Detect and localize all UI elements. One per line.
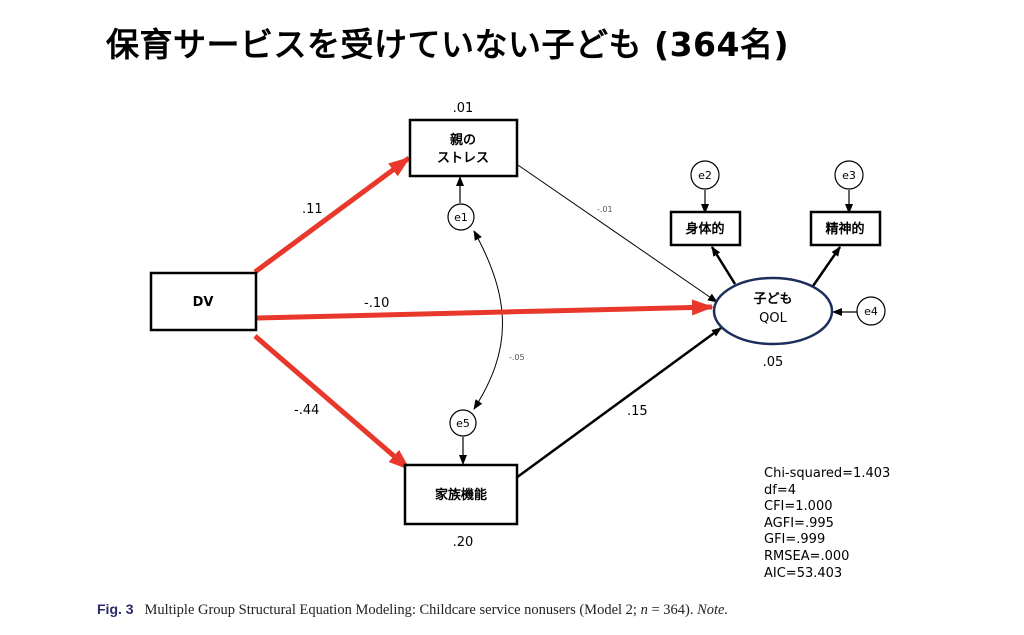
- fit-stat-gfi: GFI=.999: [764, 532, 826, 548]
- figure-caption-note: Note.: [697, 602, 729, 618]
- figure-caption: Fig. 3 Multiple Group Structural Equatio…: [97, 601, 728, 619]
- figure-number: Fig. 3: [97, 601, 134, 617]
- node-family-function-label: 家族機能: [435, 487, 487, 503]
- node-child-qol: 子ども QOL: [712, 276, 834, 346]
- error-e3: e3: [834, 160, 864, 190]
- error-e5-label: e5: [456, 417, 470, 430]
- node-physical: 身体的: [669, 210, 742, 247]
- error-e4-label: e4: [864, 305, 878, 318]
- fit-stat-rmsea: RMSEA=.000: [764, 548, 850, 564]
- r2-parent-stress: .01: [453, 101, 474, 116]
- node-child-qol-line2: QOL: [759, 311, 787, 326]
- node-mental-label: 精神的: [825, 221, 864, 237]
- node-parent-stress: 親の ストレス: [408, 118, 519, 178]
- coef-dv-family: -.44: [294, 403, 319, 418]
- error-e4: e4: [856, 296, 886, 326]
- path-dv-family: [253, 334, 411, 471]
- path-dv-stress: [253, 155, 411, 275]
- fit-stat-cfi: CFI=1.000: [764, 499, 833, 515]
- fit-stat-aic: AIC=53.403: [764, 565, 843, 581]
- node-dv-label: DV: [193, 295, 214, 310]
- node-dv: DV: [149, 271, 258, 332]
- slide-title: 保育サービスを受けていない子ども (364名): [106, 25, 790, 64]
- fit-stat-df: df=4: [764, 482, 796, 498]
- path-dv-qol: [256, 299, 714, 321]
- error-e1: e1: [447, 203, 475, 231]
- error-e2: e2: [690, 160, 720, 190]
- node-parent-stress-line1: 親の: [450, 132, 476, 148]
- covariance-e1-e5: [473, 230, 503, 410]
- coef-dv-qol: -.10: [364, 296, 389, 311]
- figure-caption-n-value: = 364).: [647, 602, 694, 618]
- error-e2-label: e2: [698, 169, 712, 182]
- fit-stat-chi-squared: Chi-squared=1.403: [764, 466, 891, 481]
- coef-e1-e5: -.05: [509, 353, 525, 362]
- fit-statistics: Chi-squared=1.403 df=4 CFI=1.000 AGFI=.9…: [764, 466, 890, 582]
- coef-stress-qol: -.01: [597, 205, 613, 214]
- figure-caption-n: n: [640, 602, 648, 618]
- r2-child-qol: .05: [763, 355, 784, 370]
- path-qol-body: [710, 246, 737, 285]
- node-parent-stress-line2: ストレス: [437, 151, 489, 166]
- coef-dv-stress: .11: [302, 202, 323, 217]
- error-e3-label: e3: [842, 169, 856, 182]
- node-family-function: 家族機能: [403, 463, 519, 526]
- node-mental: 精神的: [809, 210, 882, 247]
- node-physical-label: 身体的: [685, 221, 724, 237]
- error-e5: e5: [449, 409, 477, 437]
- path-qol-mental: [811, 246, 842, 287]
- path-family-qol: [515, 326, 722, 480]
- path-stress-qol: [514, 162, 718, 303]
- coef-family-qol: .15: [627, 404, 648, 419]
- node-child-qol-line1: 子ども: [753, 292, 792, 307]
- fit-stat-agfi: AGFI=.995: [764, 515, 834, 531]
- error-e1-label: e1: [454, 211, 468, 224]
- path-diagram: 親の ストレス .01 DV 家族機能 .20 子ども QOL .05 身体的 …: [149, 101, 886, 550]
- r2-family-function: .20: [453, 535, 474, 550]
- figure-caption-text: Multiple Group Structural Equation Model…: [144, 602, 637, 618]
